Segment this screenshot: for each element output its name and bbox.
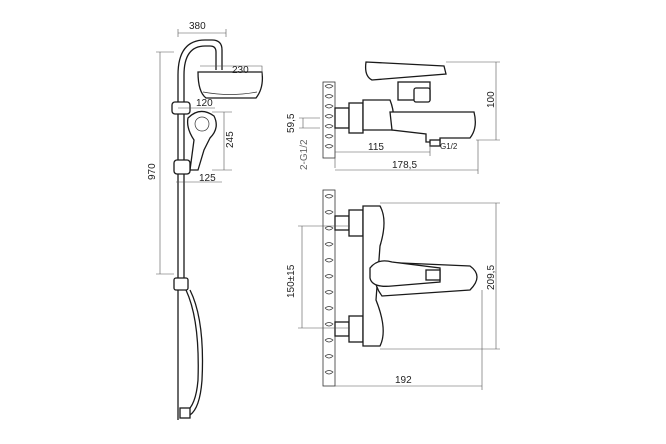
dim-width-top: 209,5 <box>486 265 497 290</box>
dim-total-height: 970 <box>147 163 158 180</box>
wall-texture-side <box>324 84 334 149</box>
connector-nut <box>348 102 364 134</box>
wall-section-side <box>322 81 336 159</box>
dim-line-head-width <box>200 65 263 76</box>
dim-total-depth: 178,5 <box>392 160 417 171</box>
dim-line-center-distance <box>298 225 350 329</box>
dim-outlet-thread: G1/2 <box>440 142 458 151</box>
lever-cap <box>425 269 441 281</box>
dim-center-distance: 150±15 <box>286 264 297 298</box>
dim-thread: 2-G1/2 <box>299 139 310 170</box>
lever-side <box>364 61 447 81</box>
dim-bracket: 125 <box>199 173 216 184</box>
mixer-body-side <box>362 99 395 131</box>
hose-outlet <box>429 139 441 147</box>
wall-texture-top <box>324 194 334 375</box>
dim-line-width-top <box>380 202 500 350</box>
dim-line-hand-length <box>212 111 232 171</box>
overhead-arm <box>177 39 223 76</box>
dim-top-width: 380 <box>189 21 206 32</box>
dim-head-width: 230 <box>232 65 249 76</box>
riser-pipe <box>177 75 185 420</box>
dim-spout-reach: 115 <box>368 142 384 153</box>
dim-line-center-height <box>299 117 320 129</box>
dim-depth-top: 192 <box>395 375 412 386</box>
overhead-arm-inner <box>183 45 217 76</box>
shower-set-view: 380 230 120 245 970 125 <box>147 21 264 420</box>
shower-head-nozzles <box>202 91 258 95</box>
rain-shower-head <box>197 71 264 99</box>
dim-line-depth-top <box>335 290 483 390</box>
slider-holder <box>173 159 191 175</box>
lower-nut <box>348 315 364 343</box>
shower-hose <box>185 289 199 413</box>
upper-nut <box>348 209 364 237</box>
dim-line-total-height <box>156 51 174 275</box>
diverter-knob <box>413 87 431 103</box>
lower-connector <box>334 321 350 337</box>
dim-line-top-width <box>177 29 227 37</box>
upper-connector <box>334 215 350 231</box>
mixer-top-view: 150±15 209,5 192 <box>286 189 500 390</box>
dim-line-total-depth <box>335 140 479 174</box>
eccentric-connector <box>334 107 350 129</box>
mixer-side-view: 59,5 100 115 178,5 2-G1/2 G1/2 <box>286 61 500 174</box>
dim-hand-length: 245 <box>225 131 236 148</box>
bottom-bracket <box>173 277 189 291</box>
dim-hand-shower: 120 <box>196 98 213 109</box>
hand-shower-face <box>194 116 210 132</box>
shower-hose-outer <box>189 289 204 416</box>
wall-section-top <box>322 189 336 387</box>
hand-shower <box>186 110 217 171</box>
hose-connector <box>179 407 191 419</box>
dim-center-height: 59,5 <box>286 113 297 133</box>
dim-line-total-height-side <box>446 61 500 141</box>
lever-top <box>369 260 441 287</box>
dim-line-spout-reach <box>334 144 431 168</box>
dim-total-height-side: 100 <box>486 91 497 108</box>
spout-side <box>389 111 476 143</box>
